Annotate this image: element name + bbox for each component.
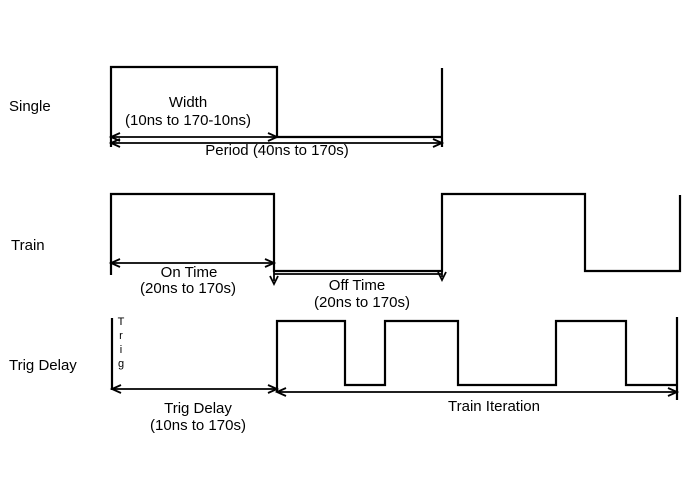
on-time-range-label: (20ns to 170s) [140,280,236,297]
single-waveform [108,65,445,148]
width-range-label: (10ns to 170-10ns) [125,112,251,129]
trig-delay-dim-label: Trig Delay [164,400,232,417]
train-iteration-label: Train Iteration [448,398,540,415]
trig-vertical-label: Trig [115,316,127,372]
trig-delay-range-label: (10ns to 170s) [150,417,246,434]
arrow-down-icon [269,275,279,287]
arrow-right-icon [267,384,280,394]
off-time-range-label: (20ns to 170s) [314,294,410,311]
on-time-label: On Time [160,264,218,281]
arrow-right-icon [432,138,445,148]
off-time-label: Off Time [328,277,386,294]
arrow-left-icon [108,138,121,148]
width-label: Width [168,94,208,111]
period-label: Period (40ns to 170s) [205,142,349,159]
arrow-right-icon [667,387,680,397]
single-row-label: Single [9,98,51,115]
arrow-down-icon [437,271,447,283]
arrow-right-icon [267,132,280,142]
train-waveform [108,192,682,287]
trig-delay-row-label: Trig Delay [9,357,77,374]
arrow-right-icon [264,258,277,268]
arrow-left-icon [108,258,121,268]
train-row-label: Train [11,237,45,254]
trig-delay-waveform [109,317,680,400]
arrow-left-icon [109,384,122,394]
arrow-left-icon [274,387,287,397]
